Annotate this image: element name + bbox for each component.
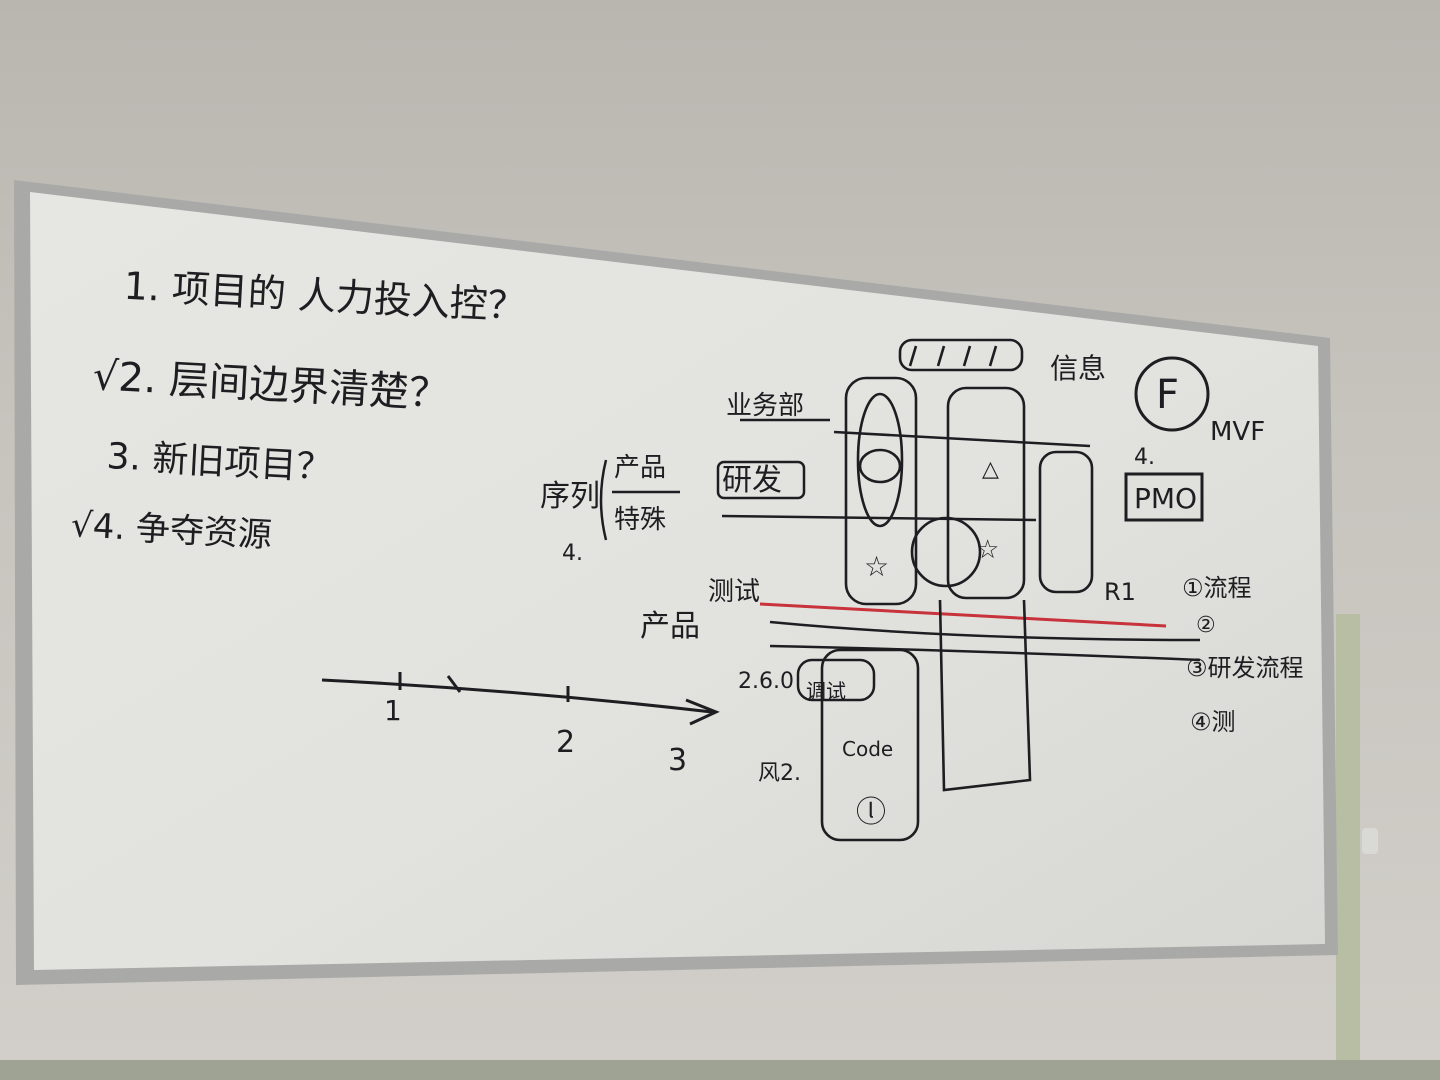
right-four: 4. [1134, 445, 1155, 470]
chanpin-label: 产品 [640, 609, 700, 644]
mvf-label: MVF [1210, 417, 1265, 447]
bracket-label-left: 序列 [540, 479, 600, 514]
timeline-labels: 1 2 3 [384, 694, 687, 778]
version-label: 2.6.0 [738, 669, 794, 694]
r1b-label: ② [1196, 613, 1216, 638]
f-label: F [1156, 372, 1179, 418]
code-label: Code [842, 737, 893, 761]
timeline [321, 672, 720, 726]
bracket-label-top: 产品 [614, 453, 666, 483]
triangle-icon: △ [982, 457, 999, 482]
risk-label: 风2. [758, 761, 801, 786]
timeline-label-2: 2 [556, 725, 575, 760]
right-notes: 信息 F MVF 4. PMO R1 ①流程 ② ③研发流程 ④测 [1050, 352, 1304, 736]
timeline-label-3: 3 [668, 743, 687, 778]
liucheng-label: ①流程 [1182, 574, 1252, 602]
yanfa-liucheng-label: ③研发流程 [1186, 654, 1304, 682]
board-stand [0, 614, 1440, 1080]
star-icon: ☆ [864, 550, 889, 583]
timeline-label-1: 1 [384, 694, 402, 727]
middle-shapes [599, 418, 1201, 702]
bracket-label-bottom: 特殊 [614, 505, 666, 535]
yanfa-label: 研发 [722, 463, 782, 498]
star-icon-2: ☆ [976, 535, 999, 565]
f-circle-icon [1134, 356, 1210, 432]
xinxi-label: 信息 [1050, 352, 1106, 385]
pmo-label: PMO [1134, 482, 1197, 515]
r1-label: R1 [1104, 578, 1136, 606]
test-label: 测试 [708, 577, 760, 607]
yewubu-label: 业务部 [726, 391, 804, 421]
mug-icon: ⓛ [856, 795, 886, 830]
diagram-columns: ☆ ☆ △ ⓛ [820, 338, 1094, 842]
ce-label: ④测 [1190, 708, 1236, 736]
middle-four: 4. [562, 541, 583, 566]
pmo-box [1124, 472, 1204, 522]
